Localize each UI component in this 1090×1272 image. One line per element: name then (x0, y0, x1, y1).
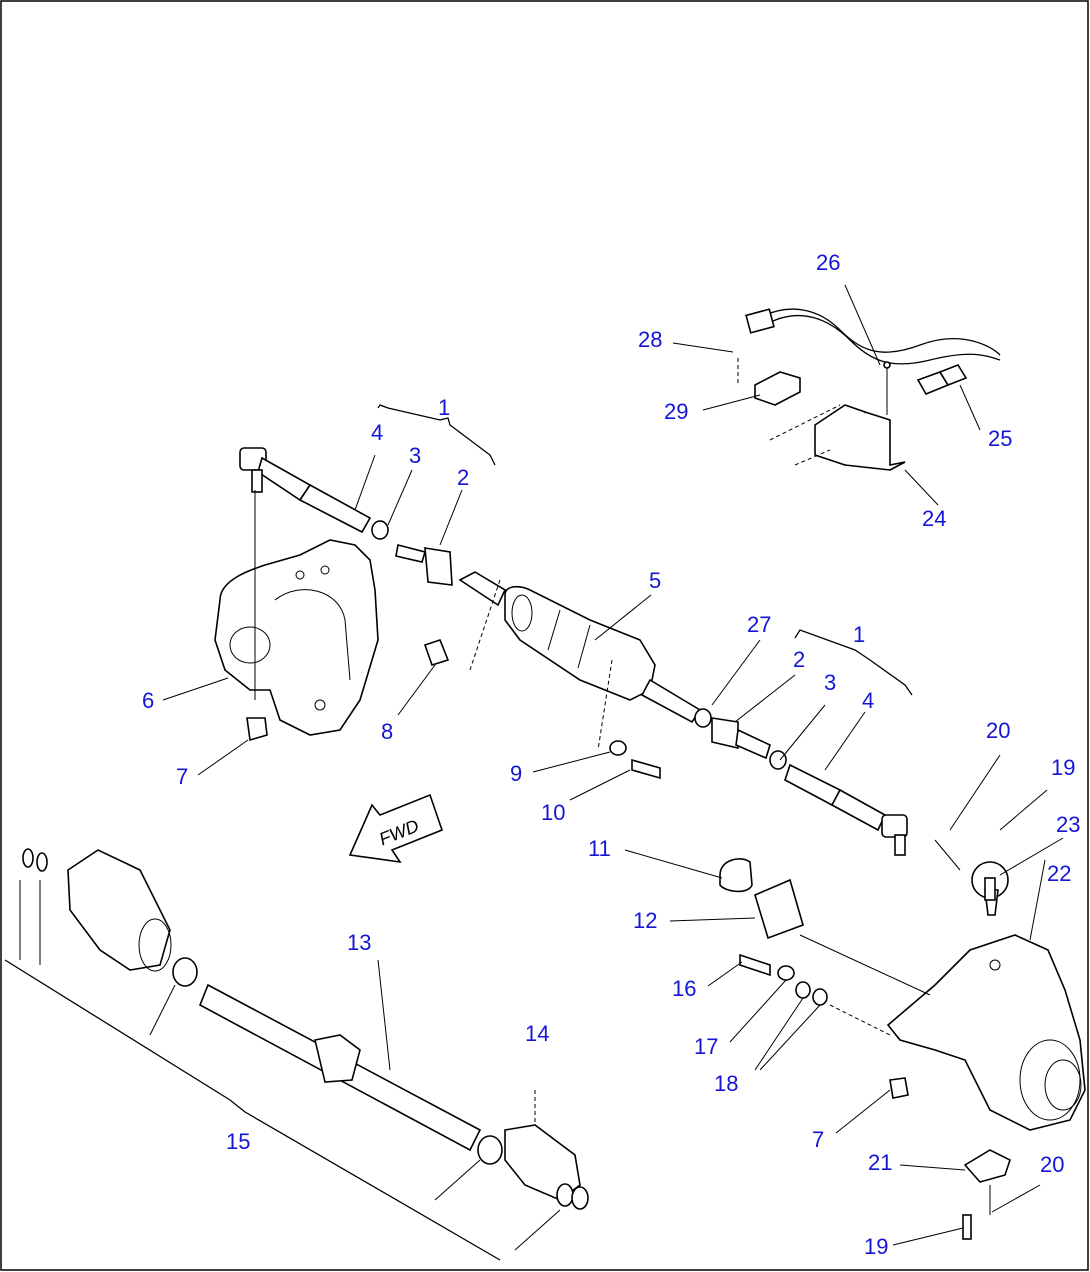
callout-28: 28 (638, 327, 662, 352)
callout-7-right: 7 (812, 1127, 824, 1152)
small-hardware (423, 639, 661, 780)
callout-2-left: 2 (457, 465, 469, 490)
callout-4-left: 4 (371, 420, 383, 445)
left-knuckle (214, 490, 379, 742)
left-tie-rod (239, 404, 496, 586)
callout-9: 9 (510, 761, 522, 786)
leader-lines (162, 284, 1064, 1246)
callout-8: 8 (381, 719, 393, 744)
callout-5: 5 (649, 568, 661, 593)
callout-25: 25 (988, 426, 1012, 451)
callouts: 1 4 3 2 5 27 1 2 3 4 6 7 8 9 10 11 12 13… (142, 250, 1080, 1259)
callout-13: 13 (347, 930, 371, 955)
callout-20-bottom: 20 (1040, 1152, 1064, 1177)
callout-19-bottom: 19 (864, 1234, 888, 1259)
callout-15: 15 (226, 1129, 250, 1154)
callout-29: 29 (664, 399, 688, 424)
callout-16: 16 (672, 976, 696, 1001)
right-knuckle (719, 839, 1086, 1240)
callout-22: 22 (1047, 861, 1071, 886)
callout-27: 27 (747, 612, 771, 637)
callout-18: 18 (714, 1071, 738, 1096)
steering-cylinder (458, 571, 913, 856)
drive-shaft (4, 848, 589, 1261)
callout-26: 26 (816, 250, 840, 275)
callout-6: 6 (142, 688, 154, 713)
callout-4-right: 4 (862, 688, 874, 713)
callout-23: 23 (1056, 812, 1080, 837)
callout-17: 17 (694, 1034, 718, 1059)
callout-7-left: 7 (176, 764, 188, 789)
callout-1-right: 1 (853, 622, 865, 647)
callout-12: 12 (633, 908, 657, 933)
callout-24: 24 (922, 506, 946, 531)
callout-3-left: 3 (409, 443, 421, 468)
callout-19-top: 19 (1051, 755, 1075, 780)
callout-20-top: 20 (986, 718, 1010, 743)
callout-14: 14 (525, 1021, 549, 1046)
sensor-assembly (737, 308, 1001, 471)
forward-arrow: FWD (348, 793, 444, 864)
callout-11: 11 (588, 836, 611, 861)
callout-2-right: 2 (793, 647, 805, 672)
callout-21: 21 (868, 1150, 892, 1175)
callout-10: 10 (541, 800, 565, 825)
callout-3-right: 3 (824, 670, 836, 695)
callout-1-left: 1 (438, 395, 450, 420)
